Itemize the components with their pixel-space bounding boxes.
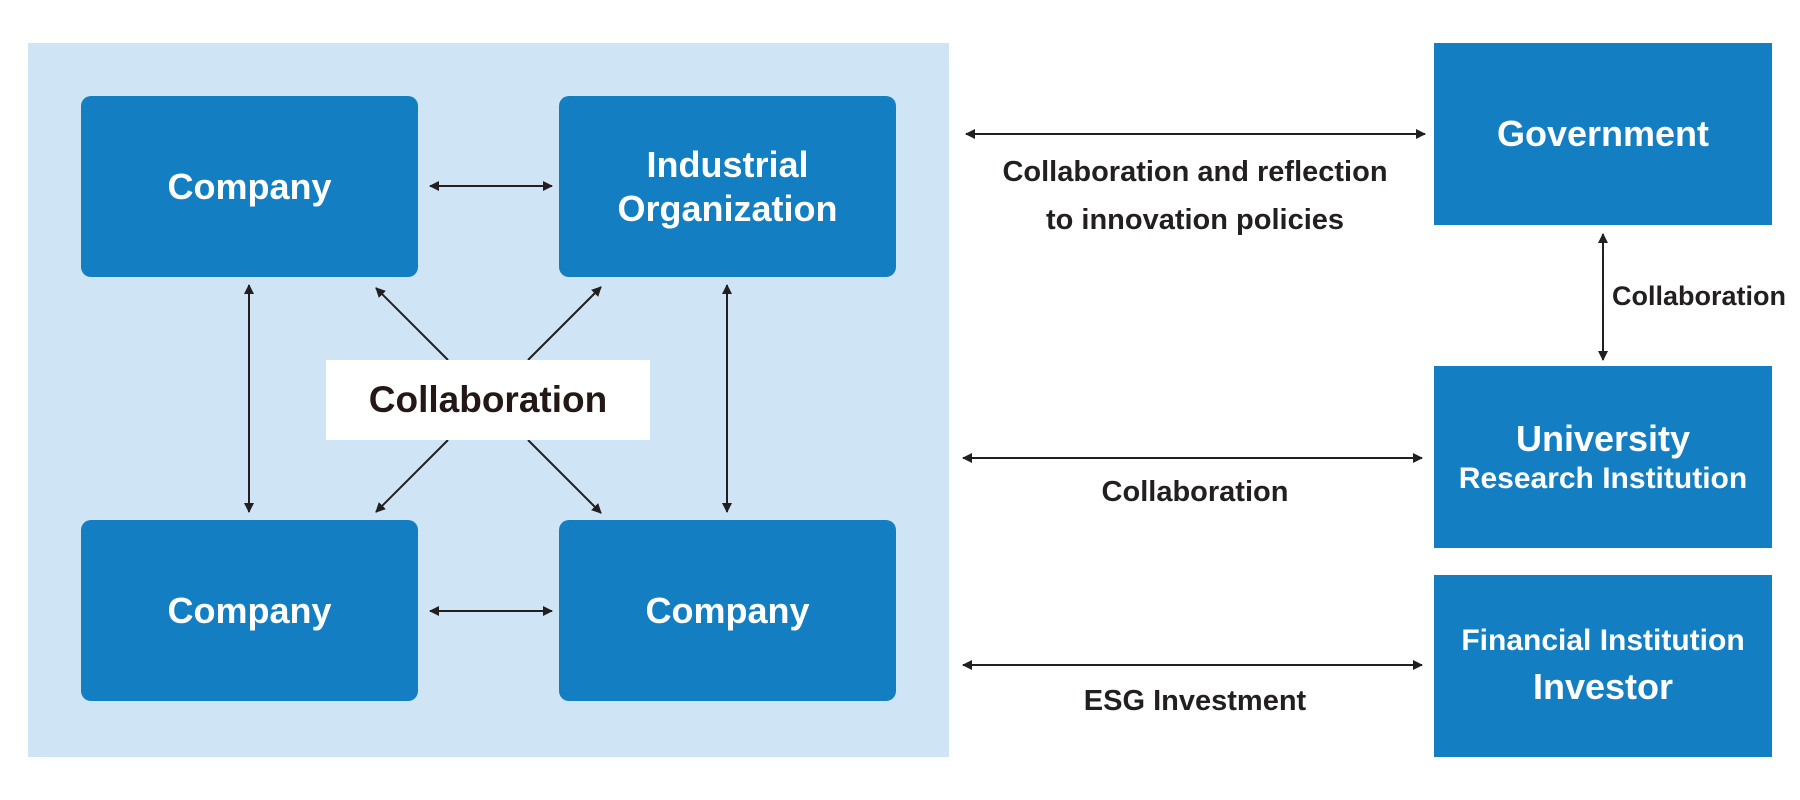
- government-edge-label: Collaboration and reflection to innovati…: [960, 148, 1430, 244]
- government-box: Government: [1434, 43, 1772, 225]
- cluster-collaboration-label: Collaboration: [326, 360, 650, 440]
- financial-label-line2: Investor: [1532, 666, 1674, 708]
- industrial-org-label-line2: Organization: [617, 187, 838, 229]
- government-university-edge-label: Collaboration: [1612, 281, 1786, 311]
- company-box-bottom-right: Company: [559, 520, 896, 701]
- government-label: Government: [1496, 113, 1710, 155]
- arrow-center-to-bottom-left: [375, 439, 449, 513]
- university-label-line2: Research Institution: [1458, 461, 1748, 495]
- company-box-top-left: Company: [81, 96, 418, 277]
- company-top-left-label: Company: [167, 165, 332, 207]
- university-box: University Research Institution: [1434, 366, 1772, 548]
- financial-edge-label: ESG Investment: [1083, 685, 1307, 717]
- financial-institution-box: Financial Institution Investor: [1434, 575, 1772, 757]
- company-bottom-right-label: Company: [645, 589, 810, 631]
- government-edge-label-line1: Collaboration and reflection: [1002, 156, 1388, 188]
- industrial-organization-box: Industrial Organization: [559, 96, 896, 277]
- arrow-center-to-bottom-right: [527, 439, 602, 514]
- financial-label-line1: Financial Institution: [1461, 624, 1745, 658]
- government-edge-label-line2: to innovation policies: [1045, 204, 1345, 236]
- arrow-center-to-top-right: [527, 286, 602, 361]
- company-box-bottom-left: Company: [81, 520, 418, 701]
- university-edge-label: Collaboration: [1101, 476, 1289, 508]
- company-bottom-left-label: Company: [167, 589, 332, 631]
- university-label-line1: University: [1515, 418, 1691, 460]
- arrow-center-to-top-left: [375, 287, 449, 361]
- industrial-org-label-line1: Industrial: [646, 144, 809, 186]
